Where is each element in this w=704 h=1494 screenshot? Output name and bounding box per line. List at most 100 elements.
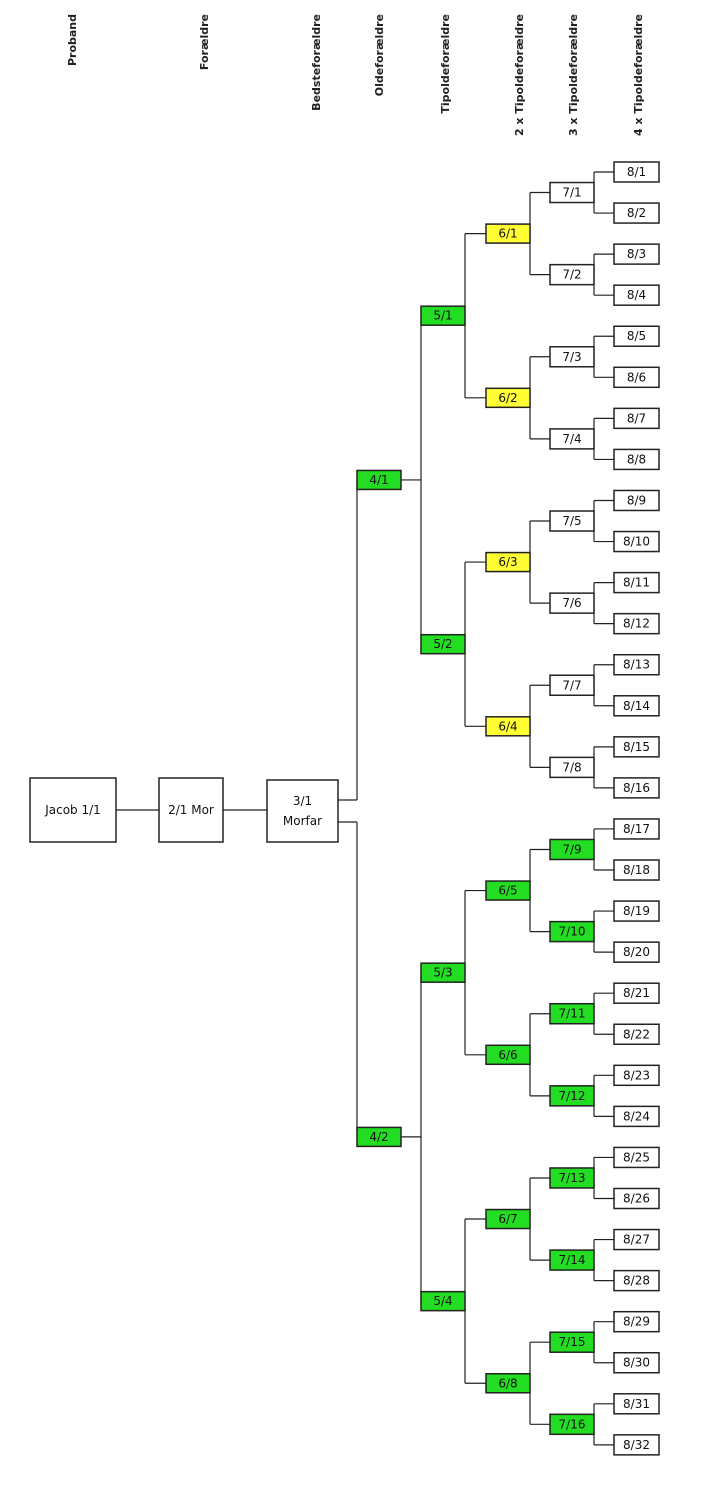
great3-grandparent-box[interactable]: 6/5 (485, 880, 531, 901)
great3-grandparent-box-frame (485, 1208, 531, 1230)
great3-grandparent-box-frame (485, 223, 531, 244)
great5-grandparent-box[interactable]: 8/28 (613, 1269, 660, 1292)
great-grandparent-box[interactable]: 4/2 (356, 1126, 402, 1148)
great5-grandparent-box[interactable]: 8/11 (613, 571, 660, 594)
great4-grandparent-box[interactable]: 7/5 (549, 510, 595, 532)
great2-grandparent-box[interactable]: 5/1 (420, 305, 466, 326)
great3-grandparent-box-frame (485, 716, 531, 737)
great5-grandparent-box[interactable]: 8/10 (613, 530, 660, 553)
great4-grandparent-box[interactable]: 7/3 (549, 346, 595, 368)
great4-grandparent-box-frame (549, 346, 595, 368)
great5-grandparent-box-label: 8/1 (627, 165, 646, 179)
great5-grandparent-box[interactable]: 8/16 (613, 777, 660, 799)
great2-grandparent-box-frame (420, 633, 466, 655)
great4-grandparent-box-label: 7/6 (562, 596, 581, 610)
great-grandparent-box[interactable]: 4/1 (356, 469, 402, 491)
great3-grandparent-box[interactable]: 6/8 (485, 1373, 531, 1394)
great4-grandparent-box[interactable]: 7/6 (549, 592, 595, 614)
great3-grandparent-box[interactable]: 6/4 (485, 716, 531, 737)
great5-grandparent-box[interactable]: 8/5 (613, 325, 660, 347)
great2-grandparent-box-frame (420, 305, 466, 326)
great5-grandparent-box[interactable]: 8/6 (613, 366, 660, 389)
great4-grandparent-box-label: 7/5 (562, 514, 581, 528)
great2-grandparent-box[interactable]: 5/4 (420, 1290, 466, 1312)
great5-grandparent-box[interactable]: 8/30 (613, 1351, 660, 1374)
great4-grandparent-box-frame (549, 838, 595, 861)
great5-grandparent-box-label: 8/8 (627, 452, 646, 466)
great4-grandparent-box[interactable]: 7/2 (549, 263, 595, 286)
great2-grandparent-box[interactable]: 5/2 (420, 633, 466, 655)
great5-grandparent-box[interactable]: 8/2 (613, 202, 660, 224)
great5-grandparent-box-frame (613, 1187, 660, 1210)
great4-grandparent-box[interactable]: 7/7 (549, 674, 595, 696)
great5-grandparent-box[interactable]: 8/21 (613, 982, 660, 1004)
great5-grandparent-box[interactable]: 8/13 (613, 653, 660, 676)
great5-grandparent-box[interactable]: 8/3 (613, 243, 660, 265)
great4-grandparent-box-frame (549, 1249, 595, 1271)
great5-grandparent-box[interactable]: 8/19 (613, 900, 660, 922)
great5-grandparent-box[interactable]: 8/20 (613, 941, 660, 963)
great5-grandparent-box-frame (613, 161, 660, 183)
great4-grandparent-box-label: 7/12 (559, 1089, 586, 1103)
great4-grandparent-box[interactable]: 7/16 (549, 1413, 595, 1436)
great5-grandparent-box[interactable]: 8/4 (613, 284, 660, 306)
great5-grandparent-box[interactable]: 8/12 (613, 612, 660, 635)
great-grandparent-box-label: 4/1 (369, 473, 388, 487)
great5-grandparent-box[interactable]: 8/9 (613, 489, 660, 512)
great5-grandparent-box[interactable]: 8/26 (613, 1187, 660, 1210)
great4-grandparent-box-label: 7/4 (562, 432, 581, 446)
great2-grandparent-box-frame (420, 1290, 466, 1312)
great5-grandparent-box[interactable]: 8/1 (613, 161, 660, 183)
great5-grandparent-box-label: 8/4 (627, 288, 646, 302)
great3-grandparent-box[interactable]: 6/1 (485, 223, 531, 244)
great4-grandparent-box[interactable]: 7/13 (549, 1167, 595, 1189)
great5-grandparent-box[interactable]: 8/15 (613, 736, 660, 758)
great5-grandparent-box[interactable]: 8/17 (613, 818, 660, 840)
great5-grandparent-box[interactable]: 8/18 (613, 859, 660, 881)
great5-grandparent-box-frame (613, 489, 660, 512)
great3-grandparent-box[interactable]: 6/7 (485, 1208, 531, 1230)
great4-grandparent-box[interactable]: 7/4 (549, 428, 595, 450)
parent-box-label: 2/1 Mor (168, 803, 214, 817)
proband-box[interactable]: Jacob 1/1 (29, 777, 117, 843)
great4-grandparent-box[interactable]: 7/9 (549, 838, 595, 861)
header-generation-1: Proband (66, 14, 79, 66)
great5-grandparent-box[interactable]: 8/31 (613, 1393, 660, 1415)
great3-grandparent-box-frame (485, 1044, 531, 1066)
great5-grandparent-box[interactable]: 8/22 (613, 1023, 660, 1046)
great5-grandparent-box-frame (613, 818, 660, 840)
great3-grandparent-box[interactable]: 6/6 (485, 1044, 531, 1066)
great5-grandparent-box[interactable]: 8/7 (613, 407, 660, 430)
great4-grandparent-box[interactable]: 7/10 (549, 920, 595, 943)
great5-grandparent-box[interactable]: 8/23 (613, 1064, 660, 1087)
great4-grandparent-box[interactable]: 7/1 (549, 181, 595, 204)
great5-grandparent-box-label: 8/24 (623, 1109, 650, 1123)
great5-grandparent-box[interactable]: 8/14 (613, 695, 660, 717)
great3-grandparent-box[interactable]: 6/3 (485, 551, 531, 573)
great4-grandparent-box[interactable]: 7/15 (549, 1331, 595, 1353)
great5-grandparent-box[interactable]: 8/8 (613, 448, 660, 471)
parent-box[interactable]: 2/1 Mor (158, 777, 224, 843)
grandparent-box-label-name: Morfar (283, 814, 322, 828)
great4-grandparent-box[interactable]: 7/12 (549, 1085, 595, 1107)
great3-grandparent-box-frame (485, 880, 531, 901)
great3-grandparent-box[interactable]: 6/2 (485, 387, 531, 409)
great5-grandparent-box-frame (613, 695, 660, 717)
great4-grandparent-box-frame (549, 920, 595, 943)
great5-grandparent-box[interactable]: 8/27 (613, 1228, 660, 1251)
great3-grandparent-box-label: 6/6 (498, 1048, 517, 1062)
great4-grandparent-box-frame (549, 756, 595, 779)
great5-grandparent-box[interactable]: 8/24 (613, 1105, 660, 1128)
great4-grandparent-box[interactable]: 7/14 (549, 1249, 595, 1271)
great5-grandparent-box[interactable]: 8/29 (613, 1310, 660, 1333)
great2-grandparent-box[interactable]: 5/3 (420, 962, 466, 983)
great5-grandparent-box-label: 8/18 (623, 863, 650, 877)
great4-grandparent-box[interactable]: 7/8 (549, 756, 595, 779)
great5-grandparent-box-frame (613, 1269, 660, 1292)
great4-grandparent-box[interactable]: 7/11 (549, 1002, 595, 1025)
great5-grandparent-box-frame (613, 1351, 660, 1374)
great5-grandparent-box[interactable]: 8/25 (613, 1146, 660, 1169)
great5-grandparent-box[interactable]: 8/32 (613, 1434, 660, 1456)
great5-grandparent-box-label: 8/25 (623, 1150, 650, 1164)
